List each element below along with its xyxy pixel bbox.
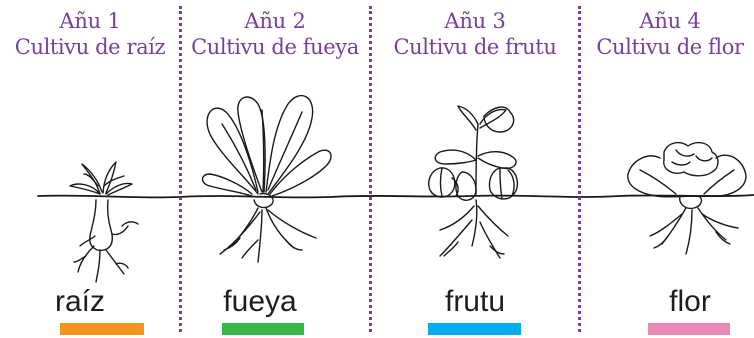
ground-line [37,194,754,199]
fruiting-plant-icon [428,105,519,259]
root-vegetable-plant-icon [69,161,139,283]
year-3-column: Añu 3 Cultivu de frutu frutu [370,0,580,338]
year-2-part-label: fueya [223,285,297,318]
divider-1 [179,6,182,332]
year-1-column: Añu 1 Cultivu de raíz raíz [0,0,180,338]
year-3-color-bar [428,323,521,335]
year-2-color-bar [222,323,304,335]
year-1-crop-label: Cultivu de raíz [14,35,166,59]
year-2-label: Añu 2 [244,9,306,33]
year-3-label: Añu 3 [444,9,506,33]
flowering-plant-icon [627,141,747,255]
year-3-crop-label: Cultivu de frutu [393,35,557,59]
leafy-plant-icon [201,94,332,263]
year-2-crop-label: Cultivu de fueya [191,35,359,59]
year-1-color-bar [60,323,144,335]
year-4-label: Añu 4 [639,9,701,33]
divider-3 [578,6,581,332]
year-1-label: Añu 1 [59,9,121,33]
year-4-column: Añu 4 Cultivu de flor flor [580,0,754,338]
year-2-column: Añu 2 Cultivu de fueya fueya [180,0,370,338]
year-4-part-label: flor [669,285,711,318]
year-3-part-label: frutu [444,285,506,318]
year-4-color-bar [648,323,730,335]
year-4-crop-label: Cultivu de flor [596,35,744,59]
year-1-part-label: raíz [54,285,105,318]
divider-2 [369,6,372,332]
